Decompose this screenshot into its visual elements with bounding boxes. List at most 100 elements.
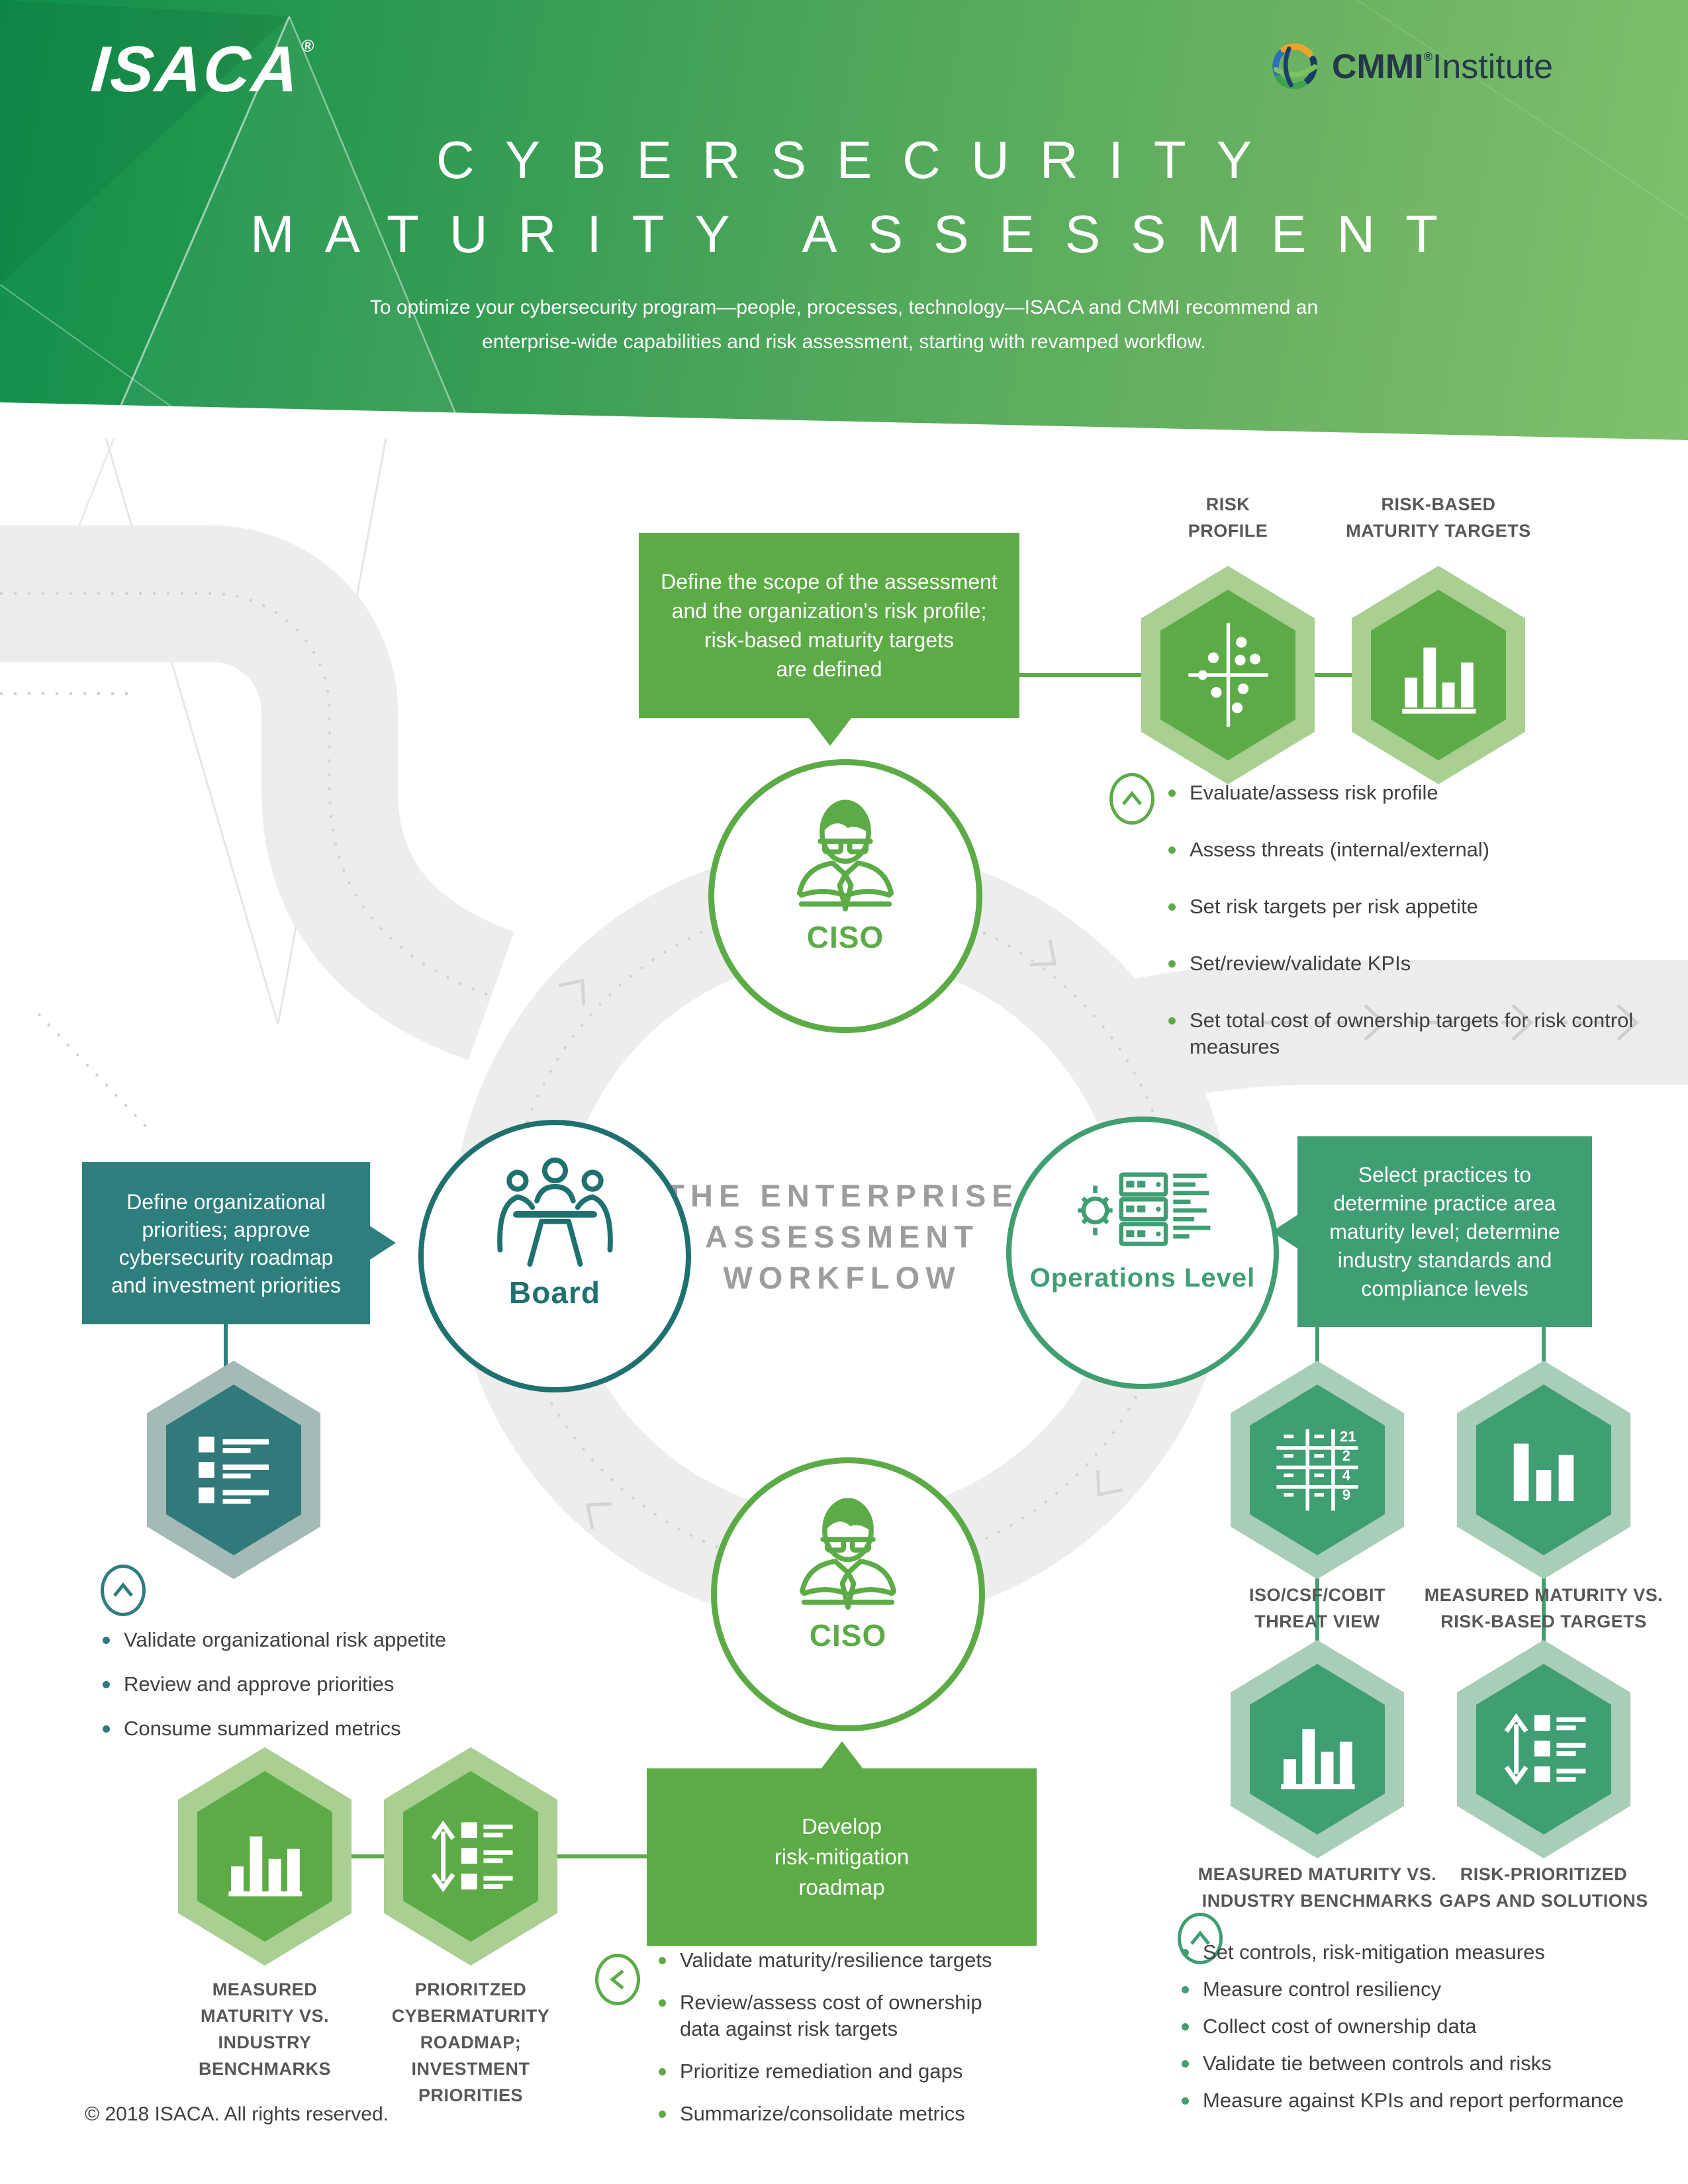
callout-bottom-line2: risk-mitigation <box>774 1844 910 1869</box>
list-item: Prioritize remediation and gaps <box>652 2058 1023 2085</box>
node-ciso-bottom-label: CISO <box>809 1618 887 1653</box>
chevron-up-icon <box>1109 773 1154 825</box>
list-item: Set risk targets per risk appetite <box>1162 893 1652 920</box>
cmmi-wordmark: CMMI <box>1332 48 1424 86</box>
callout-left-line2: priorities; approve <box>142 1217 310 1242</box>
page-title-line2: MATURITY ASSESSMENT <box>250 205 1469 263</box>
cmmi-globe-icon <box>1272 43 1318 89</box>
hexagon-organizational-priorities <box>147 1361 320 1579</box>
cmmi-logo-text: CMMI®Institute <box>1332 47 1553 87</box>
list-item: Review and approve priorities <box>96 1671 520 1698</box>
hex-label-measured-vs-risk: MEASURED MATURITY VS. RISK-BASED TARGETS <box>1424 1585 1664 1631</box>
callout-right-line1: Select practices to <box>1358 1162 1532 1187</box>
bullet-list-ciso-top: Evaluate/assess risk profile Assess thre… <box>1162 780 1652 1091</box>
callout-left-line4: and investment priorities <box>111 1273 341 1297</box>
callout-top-pointer <box>809 718 851 746</box>
board-people-icon <box>496 1158 613 1267</box>
isaca-logo-text: ISACA <box>89 32 303 105</box>
callout-left-pointer <box>369 1226 396 1260</box>
node-operations-label-line1: Operations <box>1029 1263 1176 1293</box>
header-geometric-lines <box>0 0 1688 440</box>
hexagon-measured-vs-industry <box>1231 1640 1404 1858</box>
bar-chart-icon <box>1513 1443 1574 1502</box>
chevron-up-icon <box>1178 1913 1223 1964</box>
node-operations-label-line2: Level <box>1184 1263 1256 1293</box>
bullet-list-operations: Set controls, risk-mitigation measures M… <box>1175 1939 1652 2124</box>
callout-top-line1: Define the scope of the assessment <box>661 570 998 594</box>
callout-bottom-pointer <box>821 1741 863 1769</box>
svg-text:4: 4 <box>1342 1467 1351 1484</box>
svg-text:2: 2 <box>1342 1447 1350 1464</box>
list-item: Validate maturity/resilience targets <box>652 1947 1023 1974</box>
list-item: Set controls, risk-mitigation measures <box>1175 1939 1652 1966</box>
chevron-left-icon <box>595 1954 640 2005</box>
callout-left-line1: Define organizational <box>126 1189 326 1214</box>
hexagon-risk-profile <box>1141 566 1315 784</box>
hexagon-measured-vs-industry-benchmarks <box>178 1747 352 1966</box>
ciso-person-icon <box>796 799 894 912</box>
hexagon-iso-csf-cobit: 21 2 4 9 <box>1231 1361 1404 1579</box>
callout-bottom-line1: Develop <box>801 1814 882 1839</box>
callout-top-line4: are defined <box>776 657 882 681</box>
prioritized-list-icon <box>1504 1713 1586 1786</box>
node-ciso-top: CISO <box>708 759 982 1033</box>
cmmi-registered-mark: ® <box>1423 50 1432 64</box>
callout-top-line3: risk-based maturity targets <box>704 628 954 652</box>
callout-bottom-line3: roadmap <box>798 1875 885 1899</box>
node-ciso-top-label: CISO <box>806 920 884 954</box>
callout-right-line2: determine practice area <box>1333 1191 1556 1215</box>
ciso-person-icon <box>799 1498 897 1610</box>
isaca-logo: ISACA® <box>89 32 316 107</box>
hexagon-risk-based-maturity-targets <box>1352 566 1525 784</box>
hexagon-prioritized-roadmap <box>384 1747 557 1966</box>
bullet-list-board: Validate organizational risk appetite Re… <box>96 1627 520 1760</box>
svg-text:9: 9 <box>1342 1486 1350 1503</box>
callout-left-line3: cybersecurity roadmap <box>118 1245 334 1269</box>
header-banner <box>0 0 1688 440</box>
callout-develop-roadmap: Develop risk-mitigation roadmap <box>647 1768 1037 1946</box>
callout-select-practices: Select practices to determine practice a… <box>1297 1136 1592 1327</box>
page-subtitle-line1: To optimize your cybersecurity program—p… <box>369 296 1319 318</box>
list-item: Measure against KPIs and report performa… <box>1175 2087 1652 2114</box>
callout-right-pointer <box>1272 1214 1298 1249</box>
bullet-list-ciso-bottom: Validate maturity/resilience targets Rev… <box>652 1947 1023 2143</box>
hex-label-risk-prioritized: RISK-PRIORITIZED GAPS AND SOLUTIONS <box>1439 1864 1648 1911</box>
callout-right-line5: compliance levels <box>1361 1276 1528 1300</box>
node-ciso-bottom: CISO <box>711 1457 985 1731</box>
list-item: Summarize/consolidate metrics <box>652 2101 1023 2127</box>
checklist-icon <box>198 1436 269 1504</box>
copyright-notice: © 2018 ISACA. All rights reserved. <box>85 2103 389 2125</box>
svg-text:21: 21 <box>1340 1428 1356 1445</box>
hex-label-measured-vs-industry: MEASURED MATURITY VS. INDUSTRY BENCHMARK… <box>1197 1864 1437 1911</box>
callout-right-line3: maturity level; determine <box>1329 1219 1560 1244</box>
list-item: Assess threats (internal/external) <box>1162 837 1652 863</box>
bar-chart-icon <box>228 1836 303 1897</box>
list-item: Evaluate/assess risk profile <box>1162 780 1652 806</box>
chevron-up-icon <box>101 1565 146 1616</box>
bar-chart-icon <box>1402 647 1476 714</box>
page-title-line1: CYBERSECURITY <box>436 130 1283 189</box>
callout-right-line4: industry standards and <box>1337 1248 1552 1272</box>
list-item: Set total cost of ownership targets for … <box>1162 1007 1652 1060</box>
page-subtitle-line2: enterprise-wide capabilities and risk as… <box>482 331 1206 353</box>
node-operations-level: Operations Level <box>1006 1116 1279 1389</box>
bar-chart-icon <box>1281 1729 1355 1790</box>
list-item: Review/assess cost of ownership data aga… <box>652 1989 1023 2042</box>
threat-grid-icon: 21 2 4 9 <box>1276 1428 1358 1511</box>
operations-gear-servers-icon <box>1077 1172 1210 1246</box>
hex-label-risk-profile: RISK PROFILE <box>1188 494 1268 541</box>
hexagon-measured-vs-risk-targets <box>1457 1361 1630 1579</box>
node-board-label: Board <box>509 1275 600 1310</box>
hex-label-iso-csf-cobit: ISO/CSF/COBIT THREAT VIEW <box>1248 1585 1385 1631</box>
center-workflow-title: THE ENTERPRISE ASSESSMENT WORKFLOW <box>577 1175 1107 1298</box>
list-item: Consume summarized metrics <box>96 1715 520 1742</box>
cmmi-institute-logo: CMMI®Institute <box>1270 41 1553 93</box>
prioritized-list-icon <box>431 1820 513 1893</box>
center-title-line1: THE ENTERPRISE <box>665 1178 1019 1213</box>
hex-label-measured-vs-industry-bl: MEASURED MATURITY VS. INDUSTRY BENCHMARK… <box>199 1979 331 2079</box>
hex-label-prioritized-roadmap: PRIORITZED CYBERMATURITY ROADMAP; INVEST… <box>391 1979 550 2105</box>
callout-define-scope: Define the scope of the assessment and t… <box>639 533 1019 718</box>
callout-define-priorities: Define organizational priorities; approv… <box>82 1162 370 1324</box>
center-title-line3: WORKFLOW <box>723 1260 961 1295</box>
